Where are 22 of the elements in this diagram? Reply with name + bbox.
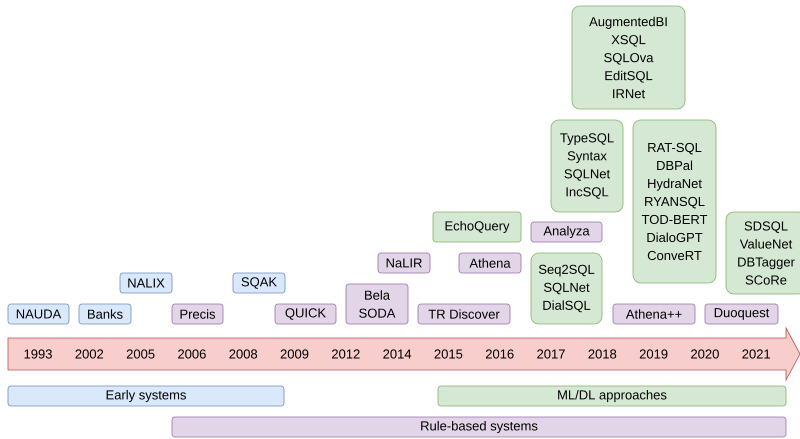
system-box: SQAK [232, 272, 286, 294]
system-box: QUICK [274, 304, 336, 324]
system-box: Athena++ [612, 304, 696, 324]
category-bar: Early systems [8, 386, 284, 406]
system-box: SDSQL ValueNet DBTagger SCoRe [726, 212, 800, 294]
system-box: NaLIR [378, 252, 430, 274]
category-bar: Rule-based systems [172, 416, 786, 438]
system-box: AugmentedBI XSQL SQLOva EditSQL IRNet [572, 6, 686, 110]
system-box: Bela SODA [346, 284, 408, 324]
system-box: Banks [78, 304, 132, 324]
system-box: RAT-SQL DBPal HydraNet RYANSQL TOD-BERT DialoGPT ConveRT [632, 120, 716, 284]
system-box: TypeSQL Syntax SQLNet IncSQL [550, 120, 624, 212]
system-box: Seq2SQL SQLNet DialSQL [530, 252, 602, 324]
system-box: Precis [172, 304, 224, 324]
category-bar: ML/DL approaches [438, 386, 786, 406]
system-box: EchoQuery [432, 212, 522, 242]
system-box: NALIX [120, 272, 172, 294]
system-box: NAUDA [8, 304, 70, 324]
system-box: Analyza [530, 222, 602, 242]
system-box: Athena [458, 252, 522, 274]
system-box: TR Discover [418, 304, 510, 324]
system-box: Duoquest [704, 304, 778, 324]
